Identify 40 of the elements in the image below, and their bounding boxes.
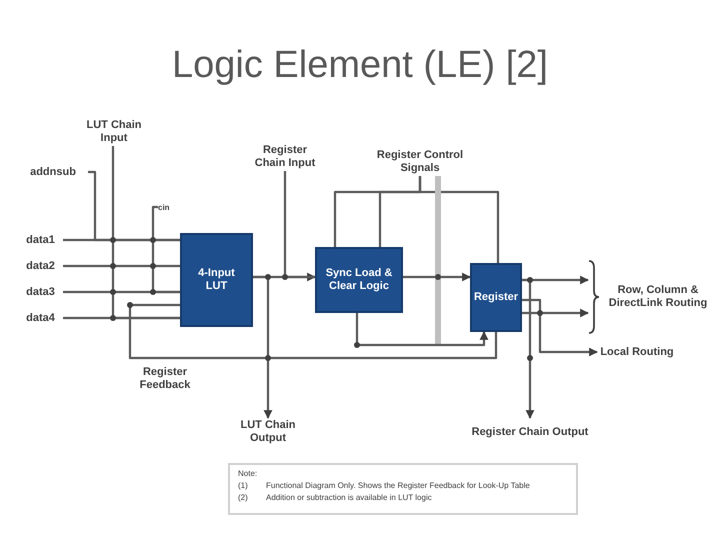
footnote-number: (1) (238, 481, 249, 491)
logic-block (470, 263, 522, 332)
signal-label: Register Chain Input (250, 143, 320, 171)
connector-line (435, 176, 441, 345)
block-label: Register (474, 291, 518, 304)
note-box (228, 463, 578, 515)
block-label: 4-Input LUT (197, 267, 236, 293)
slide-title: Logic Element (LE) [2] (172, 43, 548, 88)
signal-label: Local Routing (597, 345, 677, 359)
signal-label: data4 (18, 311, 63, 325)
arrow (522, 278, 534, 419)
arrow (522, 298, 598, 356)
connector-line (63, 264, 180, 268)
connector-line (112, 146, 180, 320)
arrow (403, 272, 471, 282)
connector-line (152, 206, 180, 294)
signal-label: Register Control Signals (360, 148, 480, 176)
signal-label: data3 (18, 285, 63, 299)
signal-label: LUT Chain Input (84, 118, 144, 146)
signal-label: Register Chain Output (470, 418, 590, 446)
connector-line (284, 171, 315, 278)
arrow (356, 313, 488, 346)
connector-line (418, 176, 500, 263)
connector-line (88, 170, 180, 242)
footnote-number: (2) (238, 493, 249, 503)
signal-label: data2 (18, 259, 63, 273)
logic-block (180, 233, 253, 327)
note-heading: Note: (238, 469, 258, 479)
block-label: Sync Load & Clear Logic (324, 267, 394, 293)
signal-label: LUT Chain Output (228, 418, 308, 446)
arrow (522, 308, 589, 318)
connector-line (128, 304, 498, 360)
signal-label: data1 (18, 233, 63, 247)
signal-label: cin (158, 201, 180, 214)
logic-block (315, 247, 403, 313)
note-text: Functional Diagram Only. Shows the Register Feedback for Look-Up Table (266, 481, 530, 491)
signal-label: addnsub (18, 165, 88, 179)
arrow (253, 276, 272, 419)
routing-label: Row, Column & DirectLink Routing (608, 284, 708, 310)
note-text: Addition or subtraction is available in LUT logic (266, 493, 432, 503)
